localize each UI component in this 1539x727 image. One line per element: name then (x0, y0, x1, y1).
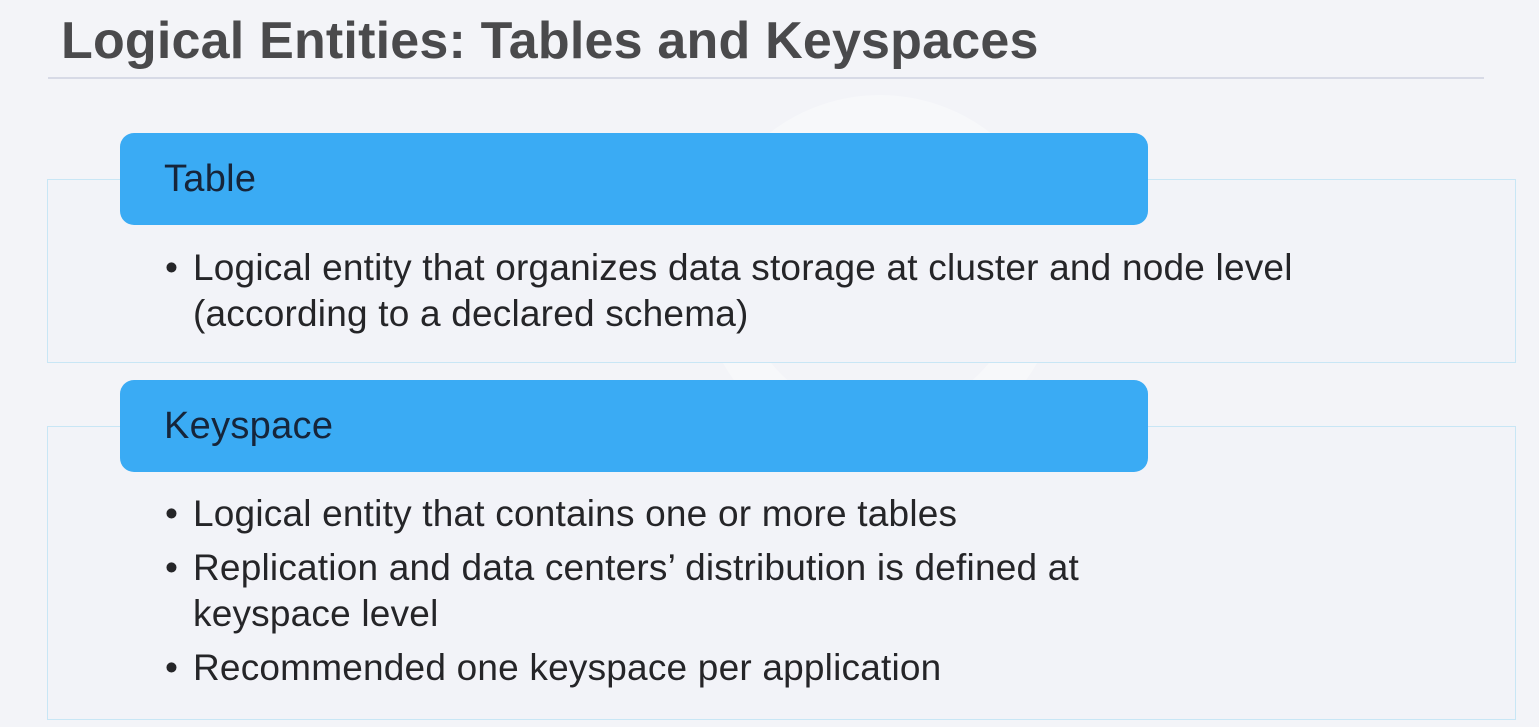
bullet-text: Logical entity that contains one or more… (193, 493, 958, 534)
title-divider (48, 77, 1484, 79)
bullet-text: Replication and data centers’ distributi… (193, 547, 1080, 634)
keyspace-section-heading: Keyspace (164, 404, 334, 447)
bullet-item: • Logical entity that contains one or mo… (162, 491, 1122, 537)
table-section-header: Table (120, 133, 1148, 225)
table-section-heading: Table (164, 157, 257, 200)
bullet-text: Recommended one keyspace per application (193, 647, 942, 688)
bullet-dot-icon: • (165, 547, 179, 588)
bullet-item: • Recommended one keyspace per applicati… (162, 645, 1122, 691)
keyspace-bullet-list: • Logical entity that contains one or mo… (162, 491, 1122, 699)
table-bullet-list: • Logical entity that organizes data sto… (162, 245, 1302, 345)
bullet-text: Logical entity that organizes data stora… (193, 247, 1293, 334)
keyspace-section-header: Keyspace (120, 380, 1148, 472)
bullet-dot-icon: • (165, 493, 179, 534)
slide-title: Logical Entities: Tables and Keyspaces (61, 12, 1039, 70)
bullet-item: • Replication and data centers’ distribu… (162, 545, 1122, 637)
bullet-dot-icon: • (165, 647, 179, 688)
bullet-item: • Logical entity that organizes data sto… (162, 245, 1302, 337)
bullet-dot-icon: • (165, 247, 179, 288)
keyspace-section-card (47, 426, 1516, 720)
